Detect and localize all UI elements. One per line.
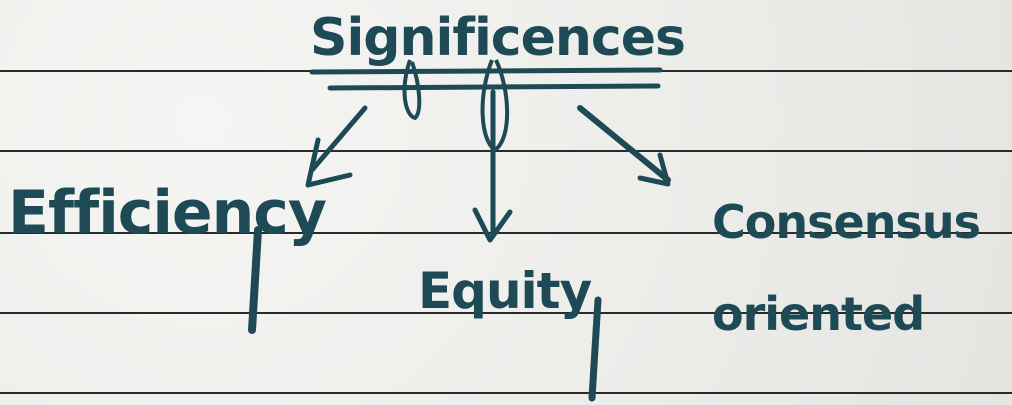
title-descender-loop [480, 59, 510, 153]
ruled-line [0, 150, 1012, 152]
title-underline [309, 67, 663, 75]
title-descender-loop [402, 59, 422, 121]
branch-label-equity: Equity [418, 262, 592, 320]
arrow-to-efficiency-head [305, 137, 353, 188]
diagram-title: Significences [310, 8, 686, 68]
equity-descender [588, 296, 602, 402]
title-underline [327, 83, 661, 91]
efficiency-descender [248, 226, 262, 334]
ruled-line [0, 232, 1012, 234]
ruled-line [0, 392, 1012, 394]
arrow-to-consensus [577, 105, 671, 183]
arrow-to-equity-head [472, 207, 513, 243]
branch-label-efficiency: Efficiency [8, 178, 327, 248]
arrow-to-efficiency [309, 105, 368, 173]
arrow-to-consensus-head [637, 152, 671, 187]
ruled-line [0, 312, 1012, 314]
branch-label-consensus-oriented: Consensus oriented [712, 195, 981, 341]
